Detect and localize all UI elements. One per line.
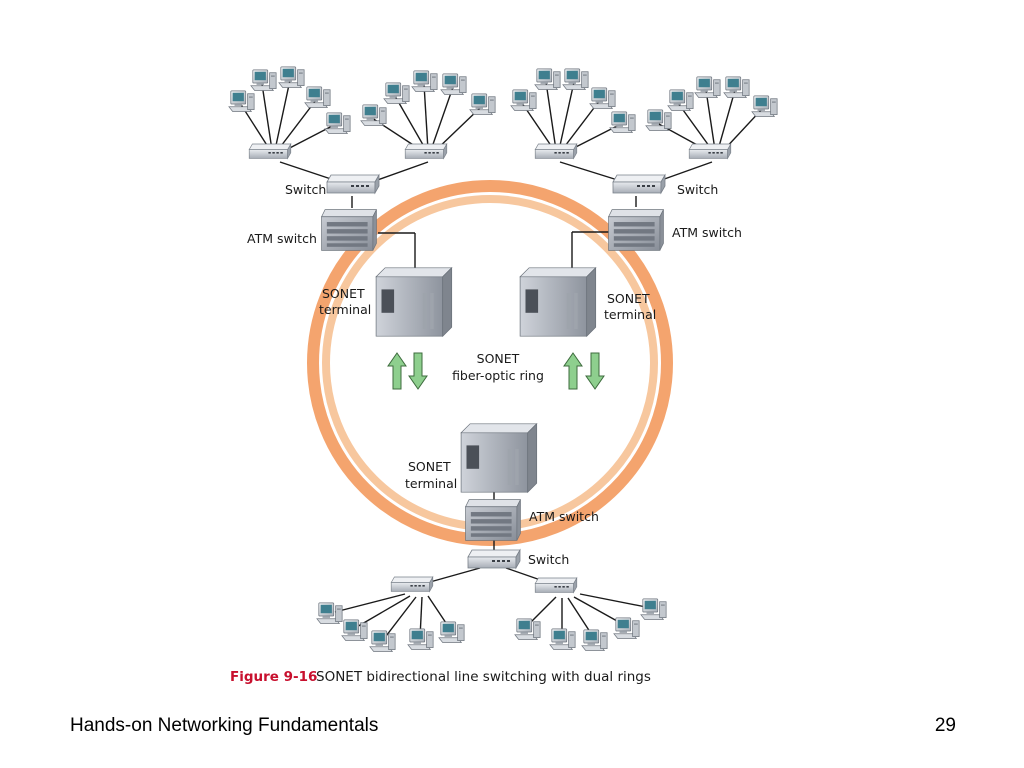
- workstation-icon: [316, 602, 343, 624]
- workstation-icon: [438, 621, 465, 643]
- workstation-icon: [751, 95, 778, 117]
- label-atm-bottom: ATM switch: [529, 509, 599, 524]
- atm-switch-icon: [321, 209, 377, 251]
- arrow-up-icon: [563, 352, 583, 390]
- workgroup-hub-icon: [404, 143, 448, 159]
- switch-icon: [467, 549, 521, 569]
- sonet-ring-diagram: Switch Switch Switch ATM switch ATM swit…: [228, 66, 778, 685]
- sonet-terminal-icon: [519, 267, 597, 337]
- workstation-icon: [341, 619, 368, 641]
- workstation-icon: [589, 87, 616, 109]
- atm-switch-icon: [608, 209, 664, 251]
- atm-switch-icon: [465, 499, 521, 541]
- workstation-icon: [250, 69, 277, 91]
- workstation-icon: [581, 629, 608, 651]
- workstation-icon: [514, 618, 541, 640]
- workstation-icon: [694, 76, 721, 98]
- arrow-down-icon: [408, 352, 428, 390]
- workgroup-hub-icon: [534, 143, 578, 159]
- workstation-icon: [360, 104, 387, 126]
- label-sonet-left-line2: terminal: [319, 302, 371, 317]
- workstation-icon: [640, 598, 667, 620]
- diagram-labels: Switch Switch Switch ATM switch ATM swit…: [247, 182, 742, 567]
- footer-title: Hands-on Networking Fundamentals: [70, 715, 379, 736]
- label-sonet-left-line1: SONET: [322, 286, 365, 301]
- label-sonet-bottom-line1: SONET: [408, 459, 451, 474]
- sonet-terminal-icon: [460, 423, 538, 493]
- workstation-icon: [562, 68, 589, 90]
- workstation-icon: [609, 111, 636, 133]
- workstation-icon: [549, 628, 576, 650]
- figure-caption: Figure 9-16 SONET bidirectional line swi…: [230, 669, 651, 685]
- label-ring-line2: fiber-optic ring: [452, 368, 544, 383]
- workstation-icon: [534, 68, 561, 90]
- workstation-icon: [304, 86, 331, 108]
- workstation-icon: [613, 617, 640, 639]
- workstation-icon: [510, 89, 537, 111]
- label-ring-line1: SONET: [477, 351, 520, 366]
- figure-caption-text: SONET bidirectional line switching with …: [316, 669, 651, 685]
- workstation-icon: [383, 82, 410, 104]
- label-switch-bottom: Switch: [528, 552, 569, 567]
- page-number: 29: [934, 715, 956, 736]
- workstation-icon: [645, 109, 672, 131]
- workgroup-hub-icon: [688, 143, 732, 159]
- label-switch-left: Switch: [285, 182, 326, 197]
- arrow-down-icon: [585, 352, 605, 390]
- label-sonet-right-line1: SONET: [607, 291, 650, 306]
- sonet-terminal-icon: [375, 267, 453, 337]
- figure-number: Figure 9-16: [230, 669, 317, 685]
- workstation-icon: [407, 628, 434, 650]
- switch-icon: [326, 174, 380, 194]
- workgroup-hub-icon: [534, 577, 578, 593]
- workstation-icon: [369, 630, 396, 652]
- arrow-up-icon: [387, 352, 407, 390]
- label-atm-right: ATM switch: [672, 225, 742, 240]
- workstation-icon: [469, 93, 496, 115]
- workstation-icon: [278, 66, 305, 88]
- label-atm-left: ATM switch: [247, 231, 317, 246]
- workstation-icon: [411, 70, 438, 92]
- workgroup-hub-icon: [248, 143, 292, 159]
- label-sonet-bottom-line2: terminal: [405, 476, 457, 491]
- switch-icon: [612, 174, 666, 194]
- workstation-icon: [324, 112, 351, 134]
- workstation-icon: [440, 73, 467, 95]
- workstation-icon: [667, 89, 694, 111]
- workstation-icon: [723, 76, 750, 98]
- workgroup-hub-icon: [390, 576, 434, 592]
- workstation-icon: [228, 90, 255, 112]
- label-sonet-right-line2: terminal: [604, 307, 656, 322]
- label-switch-right: Switch: [677, 182, 718, 197]
